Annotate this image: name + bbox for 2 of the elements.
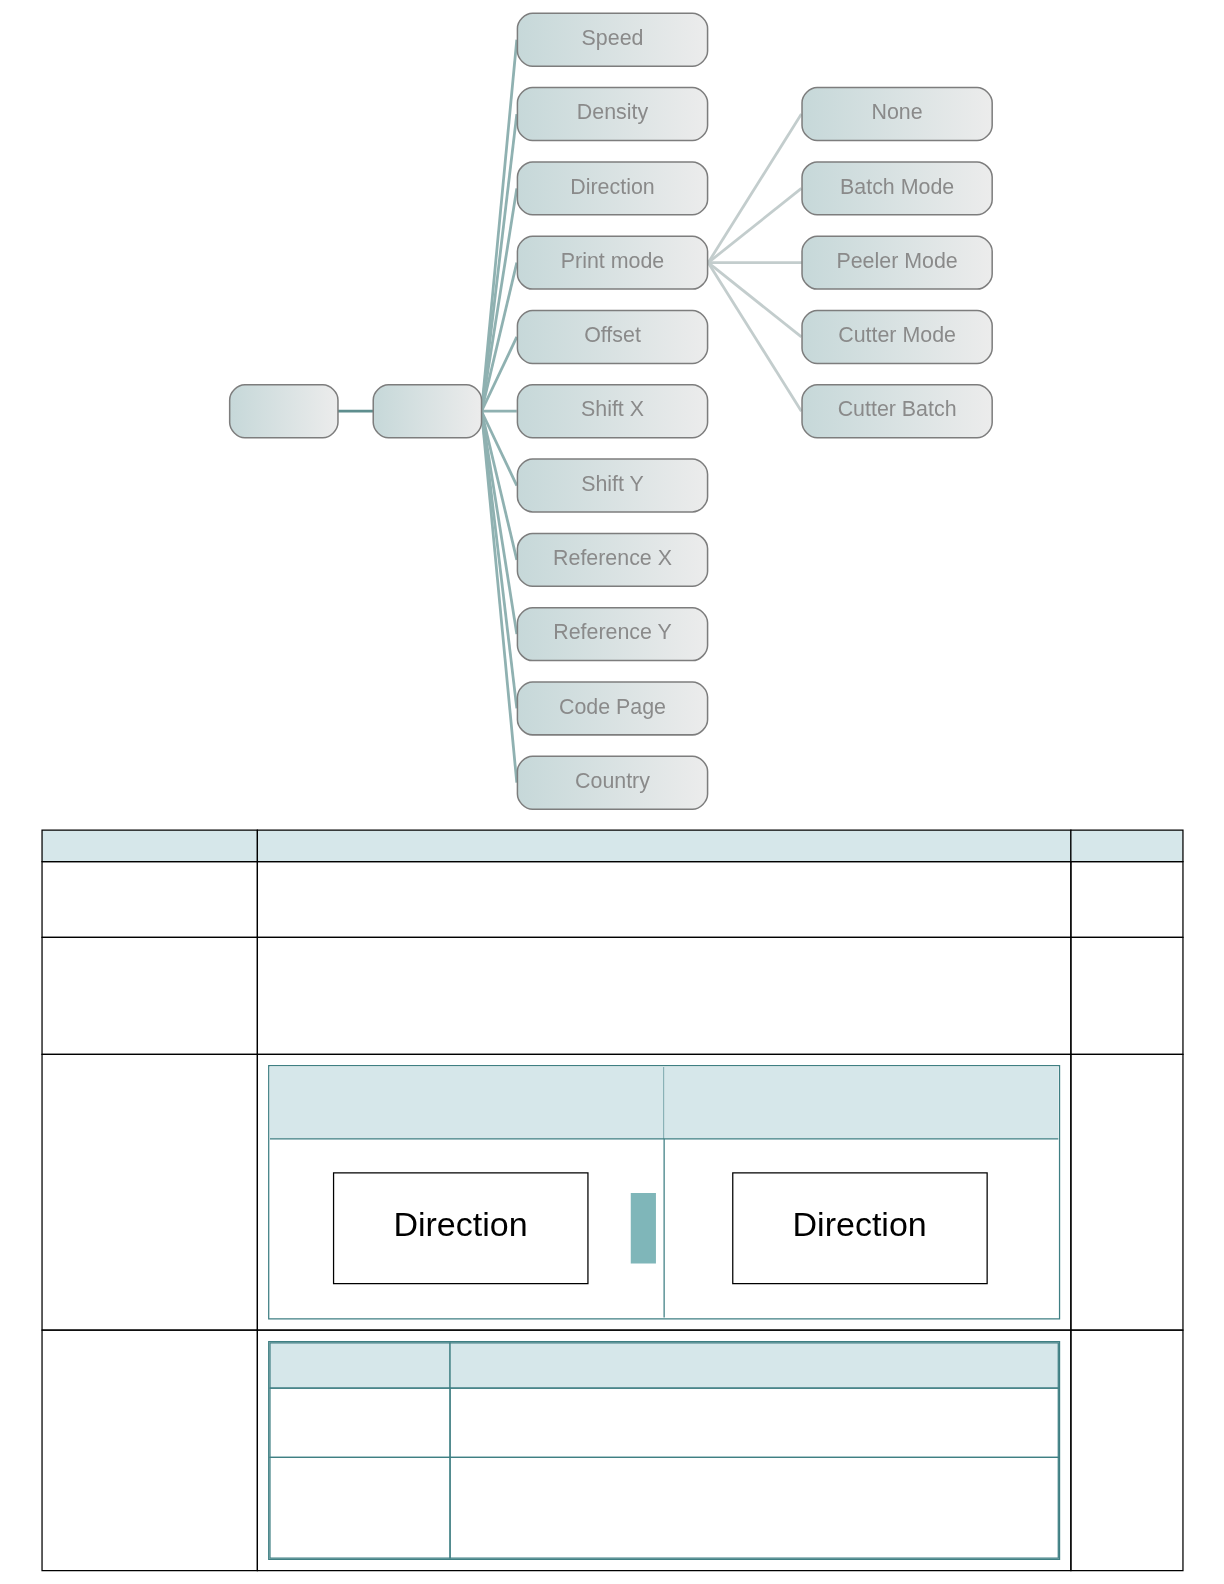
- label: Direction: [392, 1205, 528, 1244]
- label: Direction: [792, 1205, 927, 1244]
